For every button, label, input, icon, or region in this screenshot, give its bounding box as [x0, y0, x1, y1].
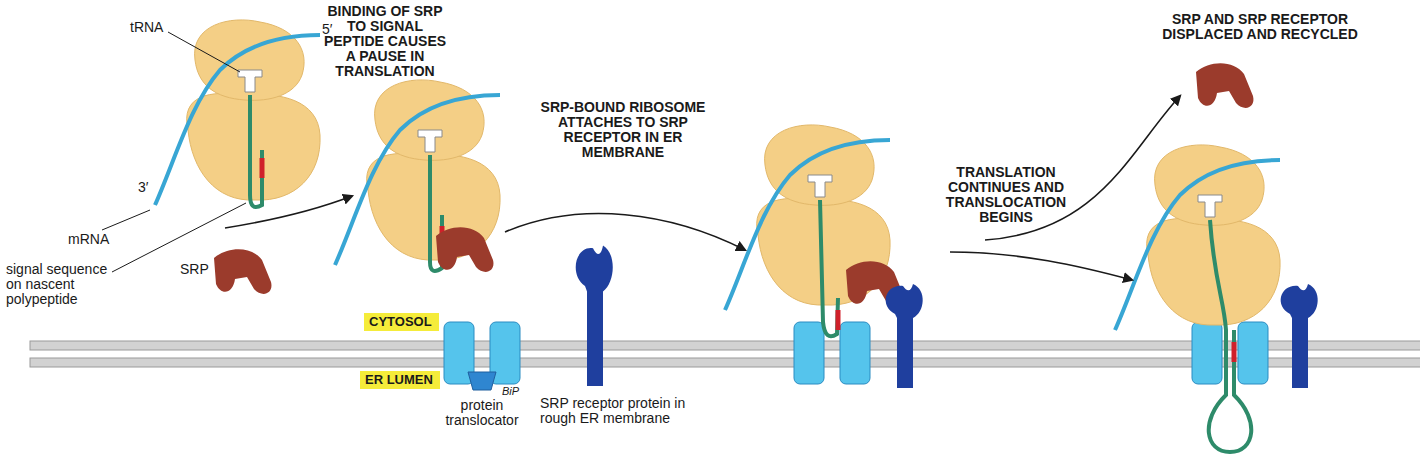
srp-receptor — [886, 284, 923, 388]
step-caption: TRANSLATION CONTINUES AND TRANSLOCATION … — [945, 165, 1067, 225]
part-label: SRP receptor protein in rough ER membran… — [540, 396, 715, 426]
part-label: protein translocator — [432, 398, 532, 428]
nascent-polypeptide — [820, 200, 838, 336]
srp-particle — [1196, 63, 1253, 108]
process-arrow — [225, 96, 1180, 280]
bip-protein — [468, 372, 496, 390]
compartment-label: ER LUMEN — [360, 371, 440, 389]
part-label: BiP — [502, 384, 526, 399]
compartment-label: CYTOSOL — [364, 313, 439, 331]
nascent-polypeptide — [1209, 220, 1252, 452]
srp-receptor — [576, 246, 613, 386]
srp-particle — [214, 249, 271, 294]
srp-particle — [436, 227, 493, 272]
protein-translocator — [794, 322, 870, 384]
end-label: 5′ — [322, 22, 338, 37]
end-label: 3′ — [138, 180, 154, 195]
protein-translocator — [1192, 322, 1268, 384]
part-label: tRNA — [130, 20, 170, 35]
srp-receptor — [1281, 284, 1318, 388]
compartment-name: CYTOSOL — [369, 314, 432, 329]
part-label: signal sequence on nascent polypeptide — [6, 262, 114, 307]
step-caption: SRP-BOUND RIBOSOME ATTACHES TO SRP RECEP… — [528, 100, 718, 160]
nascent-polypeptide — [250, 95, 262, 207]
part-label: SRP — [180, 262, 212, 277]
step-caption: SRP AND SRP RECEPTOR DISPLACED AND RECYC… — [1140, 12, 1380, 42]
part-label: mRNA — [68, 232, 112, 247]
leader-line — [102, 32, 246, 272]
compartment-name: ER LUMEN — [365, 372, 433, 387]
step-caption: BINDING OF SRP TO SIGNAL PEPTIDE CAUSES … — [318, 4, 452, 79]
ribosome — [1115, 145, 1280, 330]
ribosome — [155, 20, 320, 205]
